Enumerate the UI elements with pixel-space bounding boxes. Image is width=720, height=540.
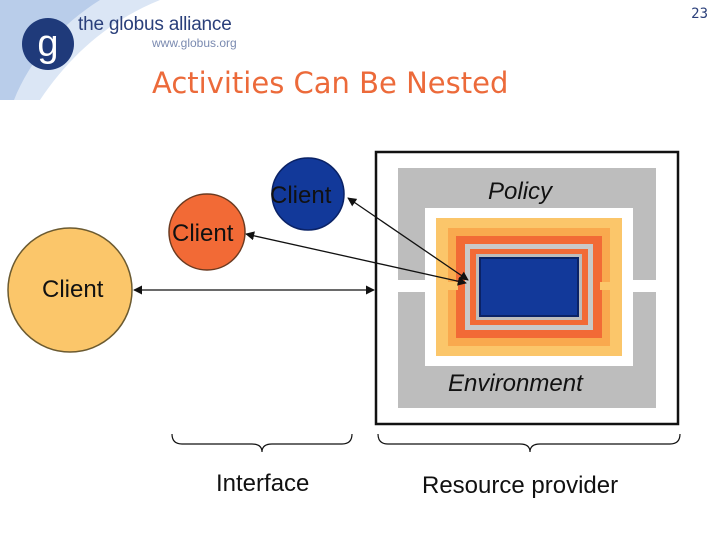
logo-swoosh-dark (0, 0, 100, 100)
left-opening (398, 280, 428, 292)
policy-label: Policy (488, 178, 553, 205)
arrow-client-small (347, 197, 469, 281)
right-opening (630, 280, 656, 292)
slide-title: Activities Can Be Nested (152, 66, 509, 100)
interface-brace (171, 433, 353, 453)
client-label-small: Client (270, 182, 332, 209)
client-label-large: Client (42, 276, 104, 303)
interface-label: Interface (216, 470, 310, 497)
layer-opening-left (436, 282, 458, 290)
logo-url: www.globus.org (152, 36, 237, 50)
client-circle-large (7, 227, 133, 353)
client-circle-medium (168, 193, 246, 271)
resource-provider-brace (377, 433, 681, 453)
logo-graphic: g (0, 0, 160, 100)
logo-title: the globus alliance (78, 14, 232, 35)
activity-core (479, 257, 579, 317)
logo-circle (22, 18, 74, 70)
client-circle-small (271, 157, 345, 231)
environment-label: Environment (448, 370, 583, 397)
logo-letter: g (37, 23, 58, 65)
page-number: 23 (691, 6, 708, 22)
client-label-medium: Client (172, 220, 234, 247)
resource-provider-label: Resource provider (422, 472, 619, 499)
layer-opening-right (600, 282, 622, 290)
